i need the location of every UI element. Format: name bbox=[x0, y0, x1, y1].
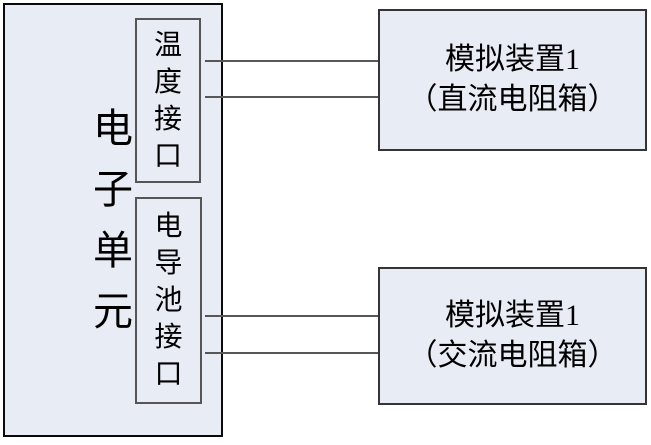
wire-conductivity-1 bbox=[205, 315, 378, 317]
wire-temperature-2 bbox=[205, 96, 378, 98]
conductivity-cell-port-label: 电导池接口 bbox=[154, 211, 183, 390]
wire-conductivity-2 bbox=[205, 352, 378, 354]
simulated-device-ac-detail: （交流电阻箱） bbox=[407, 339, 618, 372]
temperature-port-label: 温度接口 bbox=[153, 29, 182, 172]
simulated-device-dc-detail: （直流电阻箱） bbox=[407, 83, 618, 116]
simulated-device-dc-name: 模拟装置1 bbox=[445, 43, 580, 76]
temperature-port-box: 温度接口 bbox=[135, 18, 201, 183]
electronic-unit-label: 电子单元 bbox=[93, 106, 133, 334]
wire-temperature-1 bbox=[205, 60, 378, 62]
simulated-device-dc-box: 模拟装置1 （直流电阻箱） bbox=[378, 9, 647, 151]
simulated-device-ac-name: 模拟装置1 bbox=[445, 299, 580, 332]
conductivity-cell-port-box: 电导池接口 bbox=[135, 197, 202, 404]
simulated-device-ac-box: 模拟装置1 （交流电阻箱） bbox=[378, 267, 647, 405]
